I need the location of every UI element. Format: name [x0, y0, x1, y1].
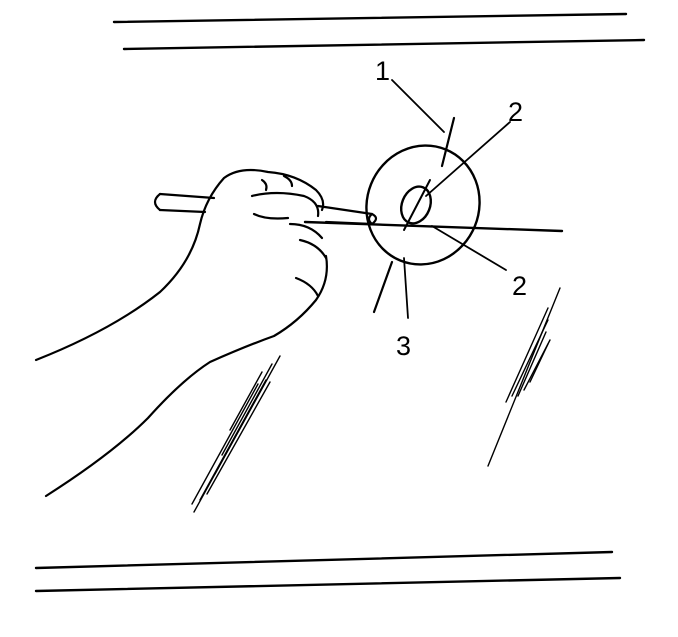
hand-and-arm [34, 168, 328, 498]
repair-disc [365, 144, 481, 266]
leader-2-lower [431, 225, 507, 271]
disc-tick-marks [372, 116, 456, 314]
callout-3: 3 [396, 331, 411, 361]
glass-reflection-left [191, 355, 281, 513]
leader-1 [391, 79, 445, 133]
probe-tool [153, 192, 378, 226]
leader-2-upper [425, 121, 511, 197]
callout-2-lower: 2 [512, 271, 527, 301]
glass-reflection-right [487, 287, 561, 467]
callout-2-upper: 2 [508, 97, 523, 127]
hole-slash-mark [403, 179, 431, 231]
callout-1: 1 [375, 56, 390, 86]
windshield-top-edge [112, 12, 646, 51]
leader-3 [403, 257, 409, 319]
windshield-bottom-edge [34, 550, 622, 593]
leader-lines [391, 79, 511, 319]
repair-disc-outline [365, 144, 481, 266]
